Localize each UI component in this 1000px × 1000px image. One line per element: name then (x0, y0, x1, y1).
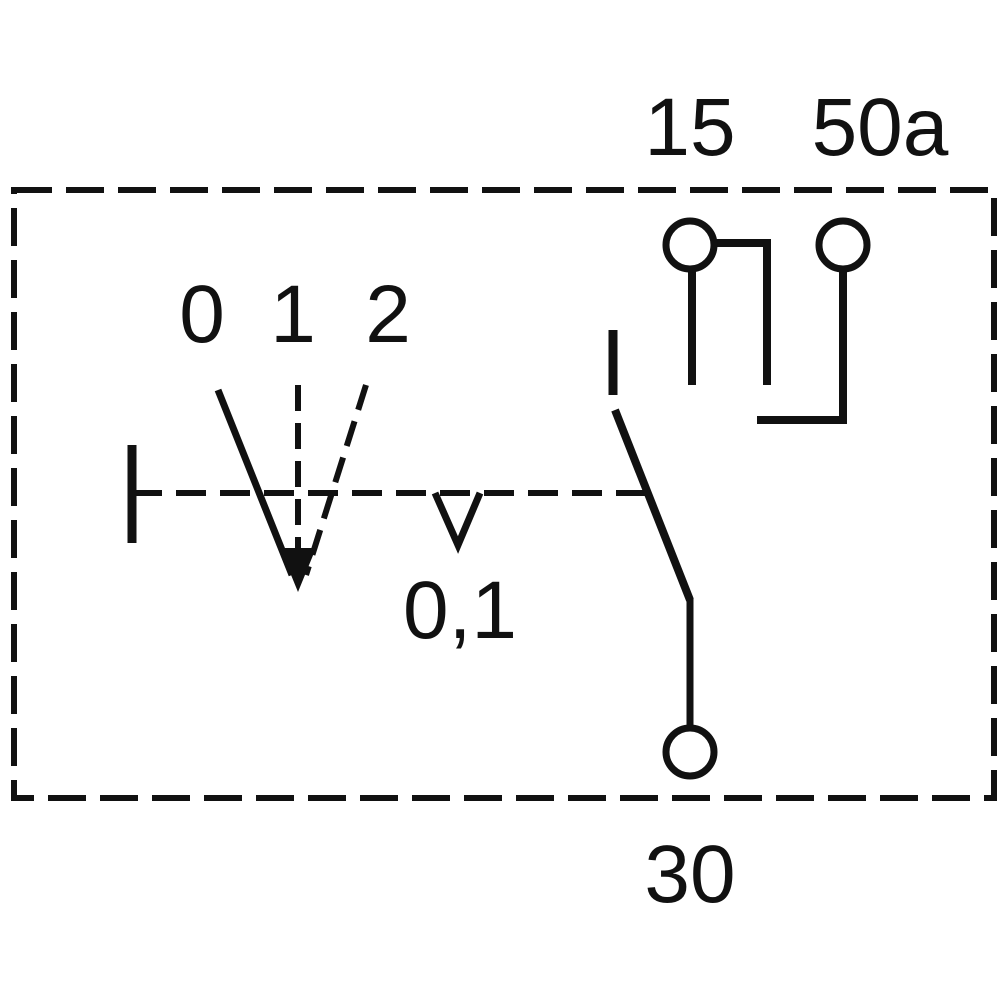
terminal-15-icon (662, 217, 718, 273)
detent-notch (431, 491, 484, 554)
wire-15-bridge (714, 239, 771, 385)
position-2-dashed (303, 384, 369, 576)
label-terminal-15: 15 (644, 82, 735, 173)
label-position-2: 2 (365, 269, 411, 360)
switch-blade (611, 408, 694, 602)
label-position-0: 0 (179, 269, 225, 360)
label-terminal-30: 30 (644, 829, 735, 920)
wire-50a (757, 270, 847, 424)
label-position-1: 1 (270, 269, 316, 360)
terminal-30-icon (662, 724, 718, 780)
terminal-50a-icon (815, 217, 871, 273)
label-detent: 0,1 (403, 565, 517, 656)
position-0-arrow (214, 388, 296, 577)
arrowhead (280, 548, 316, 592)
housing-dashed-outline (11, 187, 997, 801)
label-terminal-50a: 50a (812, 82, 949, 173)
